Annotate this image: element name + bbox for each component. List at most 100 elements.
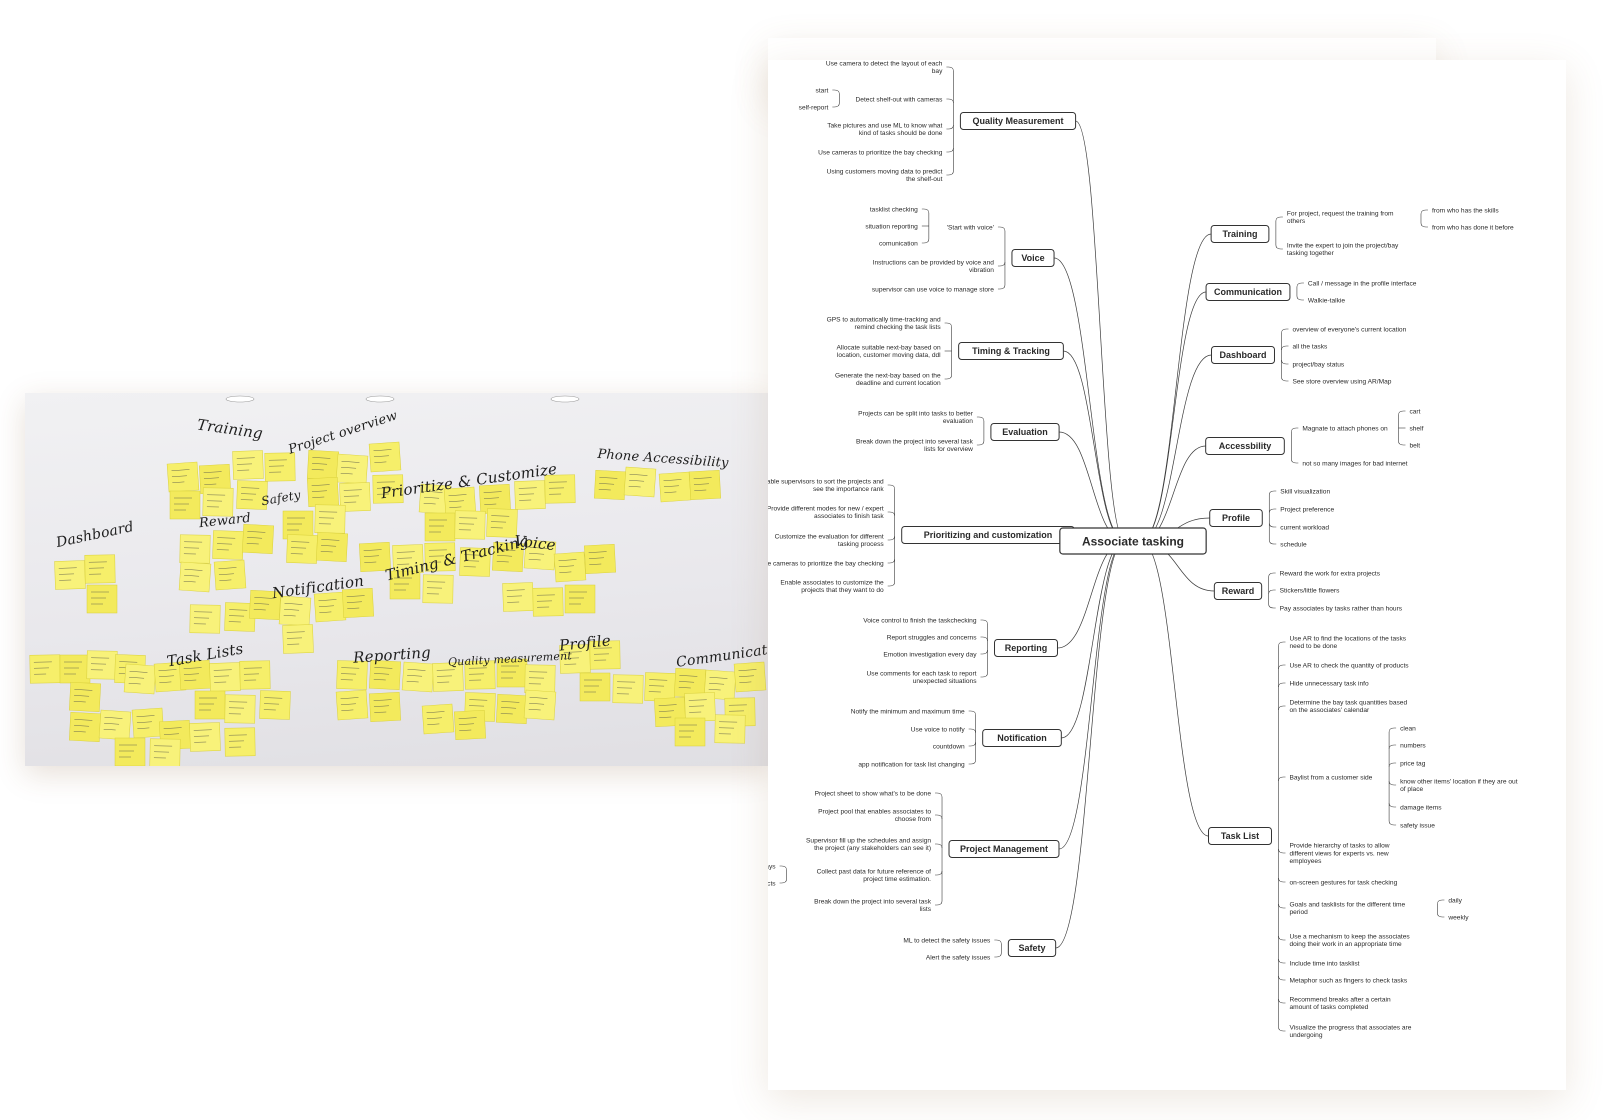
leaf-bracket-tick bbox=[976, 440, 985, 446]
sub-leaf-text: belt bbox=[1409, 442, 1420, 449]
note-scribble bbox=[319, 611, 332, 614]
note-scribble bbox=[506, 595, 522, 597]
ceiling-light bbox=[550, 395, 580, 403]
note-scribble bbox=[136, 715, 155, 718]
sub-bracket-tick bbox=[1388, 780, 1397, 786]
sticky-note bbox=[194, 690, 226, 720]
leaf-bracket-tick bbox=[946, 98, 954, 104]
branch-connector bbox=[1059, 431, 1126, 542]
note-scribble bbox=[563, 651, 582, 653]
note-scribble bbox=[341, 673, 357, 675]
note-scribble bbox=[203, 471, 222, 473]
leaf-bracket-tick bbox=[980, 649, 988, 655]
leaf-bracket-tick bbox=[980, 619, 988, 625]
leaf-bracket-tick bbox=[1278, 975, 1286, 981]
branch-node-task-list-label: Task List bbox=[1221, 831, 1259, 841]
leaf-text: Supervisor fill up the schedules and ass… bbox=[806, 838, 931, 853]
leaf-text: on-screen gestures for task checking bbox=[1289, 879, 1397, 886]
note-scribble bbox=[558, 565, 574, 568]
note-scribble bbox=[589, 563, 602, 565]
mindmap-sheet bbox=[768, 60, 1566, 1090]
note-scribble bbox=[236, 457, 255, 459]
leaf-bracket-tick bbox=[1278, 998, 1286, 1004]
leaf-text: Break down the project into several task… bbox=[814, 899, 932, 914]
sub-bracket-tick bbox=[1388, 744, 1397, 750]
note-scribble bbox=[184, 679, 197, 681]
branch-node-notification bbox=[982, 729, 1062, 747]
sticky-note bbox=[658, 471, 692, 503]
sub-bracket-tick bbox=[1388, 820, 1397, 826]
note-scribble bbox=[649, 679, 668, 681]
note-scribble bbox=[163, 733, 179, 735]
sticky-note bbox=[212, 530, 244, 560]
note-scribble bbox=[286, 637, 302, 639]
sub-leaf-text: numbers bbox=[1400, 742, 1426, 749]
sticky-note bbox=[149, 738, 181, 766]
leaf-text: Alert the safety issues bbox=[926, 954, 991, 961]
leaf-bracket-tick bbox=[887, 581, 895, 587]
sub-leaf-text: from who has the skills bbox=[1432, 207, 1499, 214]
sticky-note bbox=[544, 474, 576, 504]
note-scribble bbox=[688, 699, 707, 701]
branch-node-quality-measurement-label: Quality Measurement bbox=[972, 116, 1063, 126]
note-scribble bbox=[291, 541, 310, 543]
note-scribble bbox=[247, 537, 263, 539]
note-scribble bbox=[217, 543, 233, 545]
sticky-note bbox=[314, 504, 346, 534]
leaf-text: Use cameras to prioritize the bay checki… bbox=[818, 149, 943, 156]
note-scribble bbox=[598, 489, 611, 491]
note-scribble bbox=[500, 713, 513, 715]
leaf-bracket-tick bbox=[1278, 877, 1286, 883]
note-scribble bbox=[321, 545, 337, 547]
sticky-note bbox=[307, 476, 339, 508]
sub-bracket-tick bbox=[832, 102, 840, 108]
sub-bracket-tick bbox=[779, 878, 787, 884]
sub-bracket-tick bbox=[1388, 802, 1397, 808]
sticky-note bbox=[553, 551, 587, 583]
leaf-bracket-tick bbox=[1268, 490, 1277, 496]
note-scribble bbox=[183, 667, 202, 669]
sticky-note bbox=[623, 466, 657, 498]
sticky-note bbox=[189, 722, 221, 752]
note-scribble bbox=[497, 555, 513, 557]
leaf-bracket-tick bbox=[1268, 603, 1276, 609]
leaf-text: Projects can be split into tasks to bett… bbox=[858, 411, 974, 426]
branch-connector bbox=[1055, 540, 1126, 949]
note-scribble bbox=[599, 477, 618, 479]
sticky-note bbox=[209, 662, 241, 692]
note-scribble bbox=[219, 579, 232, 582]
leaf-text: Enable supervisors to sort the projects … bbox=[768, 479, 884, 494]
note-scribble bbox=[312, 457, 331, 459]
leaf-bracket-tick bbox=[1268, 539, 1277, 545]
leaf-bracket-tick bbox=[976, 416, 985, 422]
note-scribble bbox=[312, 463, 328, 465]
sticky-note bbox=[69, 681, 101, 713]
note-scribble bbox=[184, 574, 200, 577]
note-scribble bbox=[529, 547, 548, 549]
leaf-bracket-tick bbox=[887, 558, 895, 564]
note-scribble bbox=[426, 717, 442, 720]
note-scribble bbox=[658, 704, 677, 706]
sticky-note bbox=[674, 717, 706, 747]
sticky-note bbox=[282, 624, 314, 654]
leaf-text: project/bay status bbox=[1292, 361, 1344, 368]
sub-bracket-tick bbox=[1398, 410, 1406, 416]
leaf-text: 'Start with voice' bbox=[947, 224, 994, 231]
branch-node-dashboard-label: Dashboard bbox=[1219, 350, 1266, 360]
note-scribble bbox=[529, 702, 545, 705]
sub-leaf-text: cart bbox=[1409, 408, 1420, 415]
sticky-note bbox=[424, 542, 456, 572]
note-scribble bbox=[264, 697, 283, 699]
note-scribble bbox=[73, 731, 86, 733]
note-scribble bbox=[396, 551, 415, 553]
leaf-bracket-tick bbox=[944, 374, 952, 380]
note-scribble bbox=[218, 573, 234, 576]
leaf-text: Pay associates by tasks rather than hour… bbox=[1280, 605, 1403, 612]
leaf-text: Visualize the progress that associates a… bbox=[1289, 1025, 1411, 1040]
note-scribble bbox=[374, 667, 393, 669]
root-node bbox=[1059, 527, 1207, 555]
leaf-bracket-tick bbox=[968, 759, 976, 765]
